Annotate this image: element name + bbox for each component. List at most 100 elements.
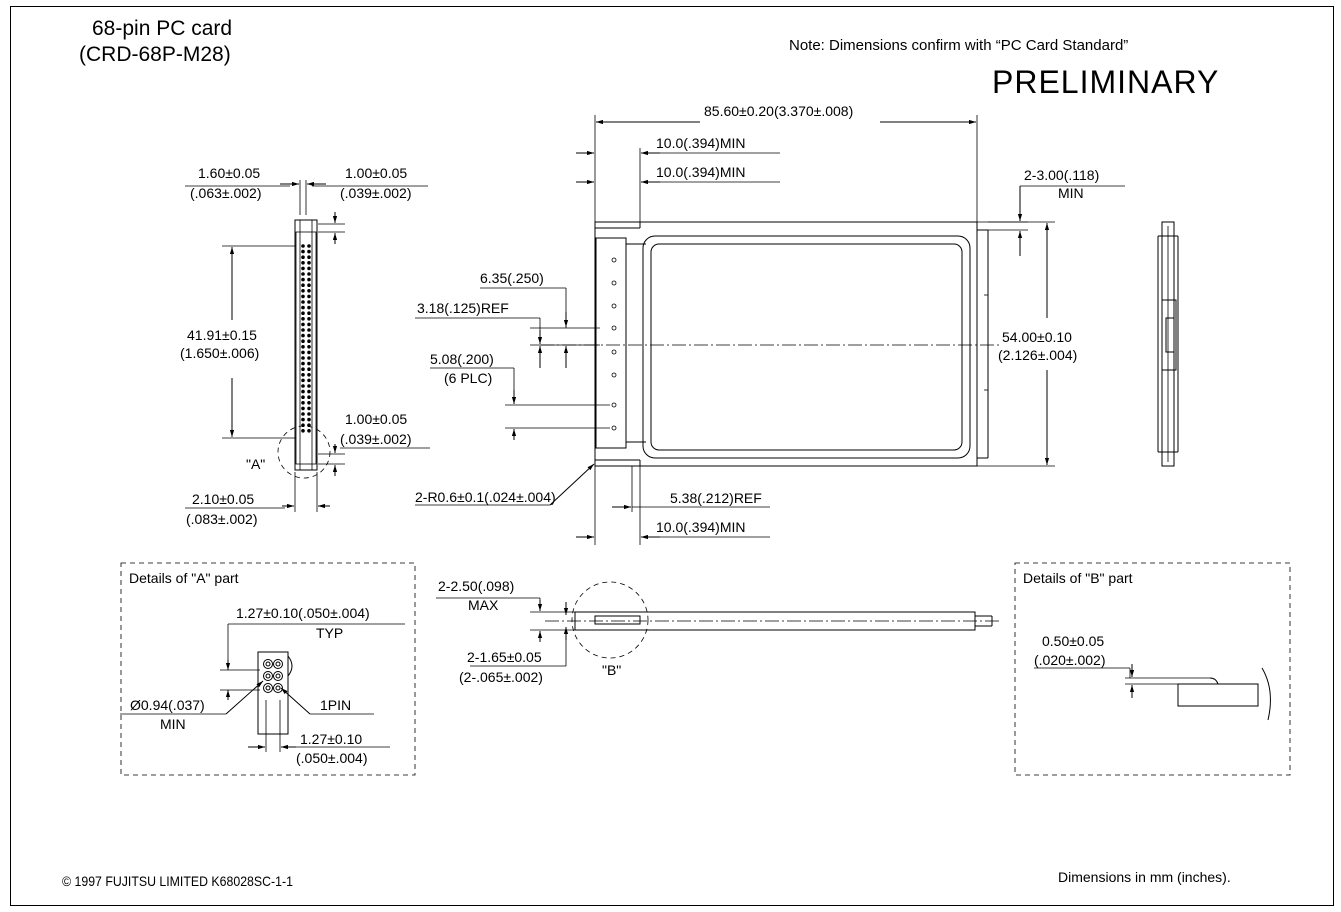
title-line-1: 68-pin PC card: [92, 17, 233, 40]
dim-min-2: 10.0(.394)MIN: [656, 164, 746, 180]
detail-a-pitch: 1.27±0.10(.050±.004): [236, 605, 370, 621]
connector-pin-hole: [307, 277, 311, 282]
dim-connector-length: 41.91±0.15: [187, 327, 257, 343]
card-key-dot: [611, 372, 617, 378]
dim-bottom-width: 2.10±0.05: [192, 491, 255, 507]
dim-min-3: 10.0(.394)MIN: [656, 519, 746, 535]
dim-min-1: 10.0(.394)MIN: [656, 135, 746, 151]
detail-b-title: Details of "B" part: [1023, 570, 1133, 586]
dim-overall-length: 85.60±0.20(3.370±.008): [704, 103, 854, 119]
connector-pin-hole: [307, 333, 311, 338]
dim-6-plc: (6 PLC): [444, 370, 493, 386]
connector-pin-hole: [307, 311, 311, 316]
detail-a-title: Details of "A" part: [129, 570, 239, 586]
connector-pin-hole: [301, 395, 305, 400]
dim-pitch-top-left-in: (.063±.002): [190, 185, 262, 201]
dim-corner-min: MIN: [1058, 185, 1084, 201]
card-key-dot: [611, 402, 617, 408]
connector-pin-hole: [301, 417, 305, 422]
detail-a-hole-min: MIN: [160, 716, 186, 732]
card-top-view: [415, 115, 1125, 545]
dim-6-35: 6.35(.250): [480, 270, 544, 286]
connector-pin-hole: [307, 417, 311, 422]
connector-pin-hole: [301, 429, 305, 433]
connector-pin-hole: [301, 328, 305, 332]
card-key-dot: [611, 303, 617, 309]
detail-a-typ: TYP: [316, 625, 344, 641]
connector-pin-hole: [301, 289, 305, 293]
dim-thickness-in: (2-.065±.002): [459, 669, 543, 685]
connector-pin-hole: [301, 283, 305, 288]
connector-side-view: [185, 180, 430, 512]
dim-connector-length-in: (1.650±.006): [180, 345, 260, 361]
connector-pin-hole: [301, 277, 305, 282]
detail-a-hole: Ø0.94(.037): [130, 697, 205, 713]
detail-a-box: [120, 562, 416, 776]
connector-pin-hole: [301, 305, 305, 310]
connector-pin-hole: [301, 389, 305, 394]
connector-pin-hole: [301, 350, 305, 355]
connector-pin-hole: [301, 294, 305, 299]
connector-pin-hole: [307, 249, 311, 254]
status-preliminary: PRELIMINARY: [992, 64, 1220, 100]
title-line-2: (CRD-68P-M28): [79, 43, 231, 66]
units-note: Dimensions in mm (inches).: [1058, 869, 1231, 885]
detail-b-gap: 0.50±0.05: [1042, 633, 1105, 649]
connector-pin-hole: [301, 367, 305, 372]
connector-pin-hole: [301, 261, 305, 265]
connector-pin-hole: [307, 339, 311, 344]
connector-pin-hole: [307, 356, 311, 360]
card-key-dot: [611, 425, 617, 431]
dim-radius: 2-R0.6±0.1(.024±.004): [415, 489, 556, 505]
card-key-dot: [611, 349, 617, 355]
dim-bottom-gap-in: (.039±.002): [340, 431, 412, 447]
connector-pin-hole: [307, 272, 311, 276]
connector-pin-hole: [301, 356, 305, 360]
dim-bottom-width-in: (.083±.002): [186, 511, 258, 527]
connector-pin-hole: [307, 266, 311, 271]
connector-pin-hole: [307, 361, 311, 366]
connector-pin-hole: [301, 249, 305, 254]
connector-pin-hole: [301, 255, 305, 259]
card-edge-view-bottom: [436, 581, 1000, 667]
connector-pin-hole: [307, 255, 311, 259]
dim-pitch-top-right: 1.00±0.05: [345, 165, 408, 181]
dim-card-width-in: (2.126±.004): [998, 347, 1078, 363]
connector-pin-hole: [301, 272, 305, 276]
detail-a-pin1: 1PIN: [320, 697, 352, 713]
connector-pin-hole: [307, 406, 311, 411]
connector-pin-hole: [307, 244, 311, 248]
connector-pin-hole: [307, 412, 311, 416]
connector-pin-hole: [307, 322, 311, 327]
connector-pin-hole: [307, 317, 311, 321]
connector-pin-hole: [307, 305, 311, 310]
connector-pin-hole: [307, 328, 311, 332]
connector-pin-hole: [307, 423, 311, 428]
connector-pin-hole: [307, 345, 311, 349]
connector-pin-hole: [301, 345, 305, 349]
card-key-dot: [611, 280, 617, 286]
connector-pin-hole: [301, 333, 305, 338]
connector-pin-hole: [307, 289, 311, 293]
connector-pin-hole: [307, 300, 311, 304]
card-key-dot: [611, 257, 617, 263]
connector-pin-hole: [307, 261, 311, 265]
dim-pitch-top-right-in: (.039±.002): [340, 185, 412, 201]
dim-max-thickness: 2-2.50(.098): [438, 578, 515, 594]
connector-pin-hole: [301, 373, 305, 377]
connector-pin-hole: [301, 311, 305, 316]
dim-card-width: 54.00±0.10: [1002, 329, 1072, 345]
connector-pin-hole: [301, 339, 305, 344]
detail-a-pitch2-in: (.050±.004): [296, 750, 368, 766]
sheet-border: [10, 6, 1334, 906]
dim-5-08: 5.08(.200): [430, 351, 494, 367]
connector-pin-hole: [301, 317, 305, 321]
card-key-dot: [611, 325, 617, 331]
connector-pin-hole: [307, 350, 311, 355]
connector-pin-hole: [301, 412, 305, 416]
connector-pin-hole: [301, 406, 305, 411]
connector-pin-hole: [301, 378, 305, 383]
connector-pin-hole: [307, 395, 311, 400]
detail-a-callout: "A": [246, 456, 266, 472]
